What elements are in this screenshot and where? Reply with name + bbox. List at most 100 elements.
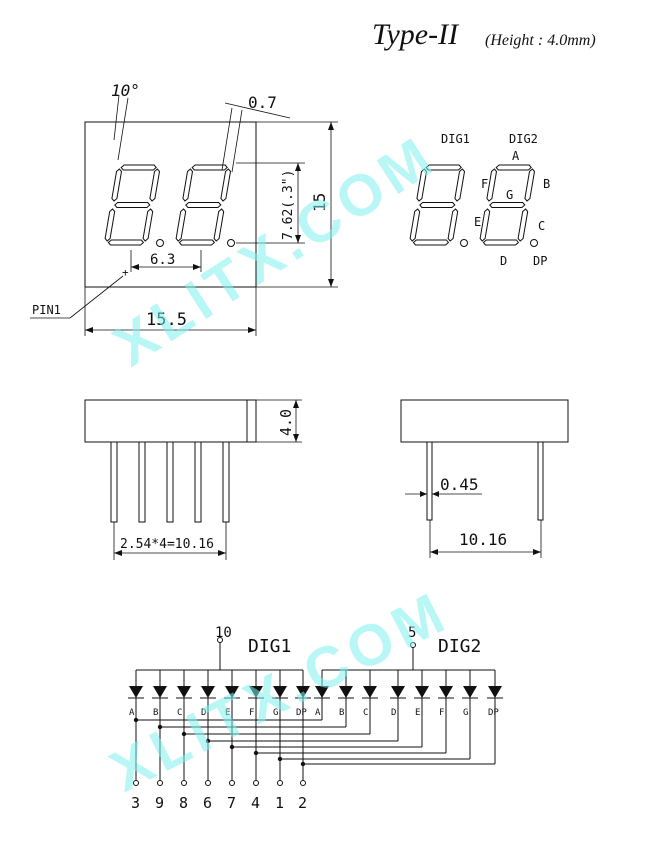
seg-a [495, 164, 532, 171]
pin-number: 1 [275, 794, 284, 812]
seg-d [482, 239, 520, 246]
dig2-label: DIG2 [438, 636, 481, 657]
front-digit-1 [104, 164, 161, 246]
seg-d [412, 239, 450, 246]
seg-a [191, 164, 228, 171]
legend-c: C [538, 219, 545, 233]
seg-e [175, 208, 187, 242]
seg-e [104, 208, 116, 242]
seg-a [425, 164, 462, 171]
pitch-label: 6.3 [150, 252, 175, 268]
pin-terminal [181, 780, 187, 786]
seg-c [213, 208, 225, 242]
segment-label: B [339, 708, 344, 718]
segment-label: C [177, 708, 182, 718]
pin1-label: PIN1 [32, 303, 61, 317]
diode-symbol [415, 686, 429, 698]
diode-symbol [391, 686, 405, 698]
segment-label: F [439, 708, 444, 718]
title: Type-II [372, 18, 459, 51]
segment-legend: DIG1 DIG2 A B C D E F G DP [409, 132, 550, 268]
seg-b [149, 168, 161, 202]
pin-number: 3 [131, 794, 140, 812]
diode-symbol [273, 686, 287, 698]
seg-width-label: 0.7 [248, 93, 277, 112]
diode-symbol [463, 686, 477, 698]
front-view: 10° 0.7 7.62(.3") 15 6.3 15.5 + [30, 81, 338, 336]
legend-f: F [481, 177, 488, 191]
seg-e [409, 208, 421, 242]
segment-label: D [201, 708, 206, 718]
subtitle: (Height : 4.0mm) [485, 32, 596, 49]
seg-f [486, 168, 498, 202]
pin-number: 6 [203, 794, 212, 812]
row-spacing-label: 10.16 [459, 530, 507, 549]
pin-terminal [277, 780, 283, 786]
legend-digit-2 [479, 164, 536, 246]
pin-terminal [157, 780, 163, 786]
seg-e [479, 208, 491, 242]
diode-symbol [315, 686, 329, 698]
seg-b [220, 168, 232, 202]
height-label: 15 [310, 193, 329, 212]
segment-label: DP [296, 708, 307, 718]
seg-c [447, 208, 459, 242]
pin-pitch-label: 2.54*4=10.16 [120, 537, 214, 552]
legend-e: E [474, 215, 481, 229]
svg-text:+: + [122, 266, 129, 279]
pin-dia-label: 0.45 [440, 475, 479, 494]
legend-d: D [500, 254, 507, 268]
segment-label: DP [488, 708, 499, 718]
legend-a: A [512, 149, 520, 163]
seg-b [524, 168, 536, 202]
width-label: 15.5 [146, 310, 187, 330]
seg-d [178, 239, 216, 246]
diode-symbol [339, 686, 353, 698]
dig2-pin: 5 [408, 625, 416, 641]
pin-terminal [253, 780, 259, 786]
pin-terminal [205, 780, 211, 786]
segment-label: G [463, 708, 468, 718]
side-view: 4.0 2.54*4=10.16 [84, 399, 302, 560]
segment-label: D [391, 708, 396, 718]
seg-f [182, 168, 194, 202]
diode-symbol [177, 686, 191, 698]
end-view: 0.45 10.16 [400, 399, 569, 558]
segment-label: F [249, 708, 254, 718]
segment-label: A [315, 708, 321, 718]
seg-d [107, 239, 145, 246]
pin-terminal [133, 780, 139, 786]
segment-label: B [153, 708, 158, 718]
legend-dig1: DIG1 [441, 132, 470, 146]
seg-c [517, 208, 529, 242]
diode-symbol [488, 686, 502, 698]
segment-label: G [273, 708, 278, 718]
diode-symbol [439, 686, 453, 698]
legend-dp: DP [533, 254, 547, 268]
pin-number: 7 [227, 794, 236, 812]
angle-label: 10° [111, 81, 140, 100]
pin-number: 2 [298, 794, 307, 812]
diode-symbol [363, 686, 377, 698]
seg-g [185, 202, 222, 208]
seg-f [416, 168, 428, 202]
seg-b [454, 168, 466, 202]
seg-g [419, 202, 456, 208]
front-dp-1 [156, 239, 164, 247]
segment-label: E [415, 708, 420, 718]
pin-terminal [300, 780, 306, 786]
pin-number: 4 [251, 794, 260, 812]
diode-symbol [153, 686, 167, 698]
seg-a [120, 164, 157, 171]
legend-dig2: DIG2 [509, 132, 538, 146]
dig1-label: DIG1 [248, 636, 291, 657]
diode-symbol [201, 686, 215, 698]
char-height-label: 7.62(.3") [281, 170, 296, 240]
pin-terminal [229, 780, 235, 786]
front-body [84, 121, 257, 288]
seg-g [489, 202, 526, 208]
seg-c [142, 208, 154, 242]
diode-symbol [225, 686, 239, 698]
